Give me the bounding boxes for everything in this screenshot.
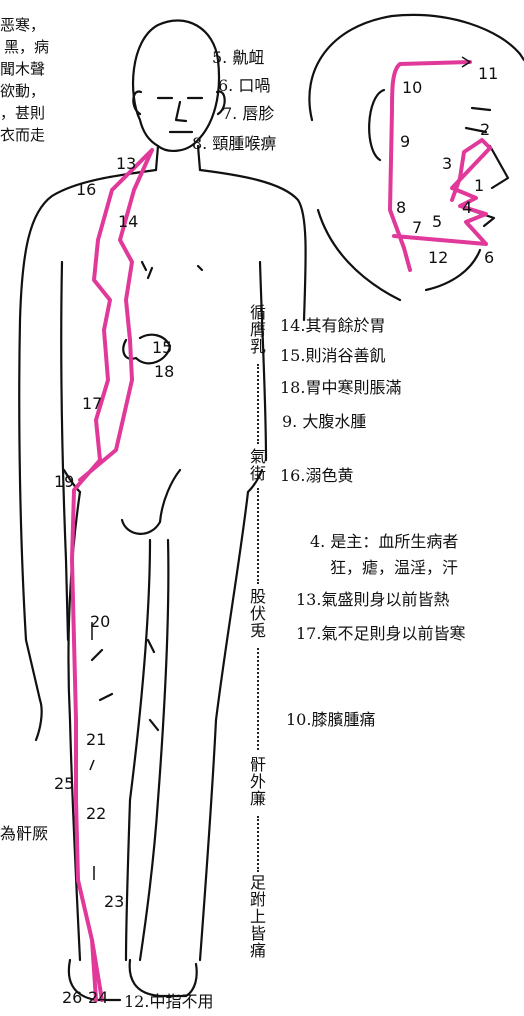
- body-num-25: 25: [54, 774, 75, 793]
- profile-num-8: 8: [396, 198, 407, 217]
- profile-meridian-path: [388, 60, 492, 272]
- label-16: 16.溺色黄: [280, 466, 354, 485]
- label-18: 18.胃中寒則脹滿: [280, 378, 402, 397]
- profile-chin: [424, 248, 482, 292]
- label-17: 17.氣不足則身以前皆寒: [296, 624, 466, 643]
- profile-num-6: 6: [484, 248, 495, 267]
- profile-num-3: 3: [442, 154, 453, 173]
- profile-num-7: 7: [412, 218, 423, 237]
- front-nose: [174, 100, 188, 123]
- label-13: 13.氣盛則身以前皆熱: [296, 590, 450, 609]
- label-14: 14.其有餘於胃: [280, 316, 386, 335]
- profile-num-5: 5: [432, 212, 443, 231]
- body-num-24: 24: [88, 988, 109, 1007]
- body-meridian-path: [70, 148, 154, 1002]
- body-num-23: 23: [104, 892, 125, 911]
- label-7: 7. 唇胗: [222, 104, 275, 123]
- right-leg-inner: [138, 538, 170, 962]
- profile-num-11: 11: [478, 64, 499, 83]
- body-num-20: 20: [90, 612, 111, 631]
- body-num-26: 26: [62, 988, 83, 1007]
- dotted-line-3: [257, 648, 259, 750]
- body-num-22: 22: [86, 804, 107, 823]
- right-arm-inner: [258, 260, 268, 462]
- profile-num-1: 1: [474, 176, 485, 195]
- body-num-19: 19: [54, 472, 75, 491]
- profile-head-outline: [308, 13, 524, 302]
- top-left-text-4: 欲動，: [0, 82, 46, 100]
- label-6: 6. 口喎: [218, 76, 271, 95]
- neck: [154, 144, 202, 172]
- label-9: 9. 大腹水腫: [282, 412, 367, 431]
- vertical-label-chest: 循膺乳: [247, 304, 266, 355]
- body-num-16: 16: [76, 180, 97, 199]
- top-left-text-6: 衣而走: [0, 126, 46, 144]
- body-num-15: 15: [152, 338, 173, 357]
- label-5: 5. 鼽衄: [212, 48, 265, 67]
- label-12-toe: 12.中指不用: [124, 992, 214, 1011]
- label-4-line2: 狂，瘧，温淫，汗: [330, 558, 459, 577]
- profile-num-9: 9: [400, 132, 411, 151]
- label-8: 8. 頸腫喉痹: [192, 134, 277, 153]
- vertical-label-shin: 骭外廉: [247, 756, 266, 807]
- dotted-line-1: [257, 364, 259, 444]
- right-shoulder-arm: [198, 168, 307, 322]
- vertical-label-qijie: 氣街: [247, 448, 266, 482]
- profile-num-10: 10: [402, 78, 423, 97]
- vertical-label-foot: 足跗上皆痛: [247, 874, 266, 959]
- label-shin-jue: 為骭厥: [0, 824, 49, 843]
- profile-num-4: 4: [462, 198, 473, 217]
- left-arm-inner: [60, 260, 70, 642]
- body-num-13: 13: [116, 154, 137, 173]
- waist: [62, 468, 264, 494]
- top-left-text-5: ，甚則: [0, 104, 46, 122]
- left-leg-inner: [124, 538, 152, 962]
- front-ear-right: [215, 90, 226, 116]
- dotted-line-4: [257, 816, 259, 872]
- body-num-18: 18: [154, 362, 175, 381]
- profile-num-12: 12: [428, 248, 449, 267]
- dotted-line-2: [257, 488, 259, 584]
- label-10: 10.膝臏腫痛: [286, 710, 376, 729]
- profile-eye: [464, 106, 492, 134]
- profile-ear: [368, 88, 386, 162]
- body-num-17: 17: [82, 394, 103, 413]
- label-15: 15.則消谷善飢: [280, 346, 386, 365]
- label-4-line1: 4. 是主：血所生病者: [310, 532, 459, 551]
- knee-marks: [90, 638, 160, 732]
- body-num-14: 14: [118, 212, 139, 231]
- front-ear-left: [132, 90, 143, 116]
- navel-area: [122, 333, 172, 365]
- body-num-21: 21: [86, 730, 107, 749]
- nipple-right: [196, 264, 204, 272]
- top-left-text-1: 恶寒，: [0, 16, 46, 34]
- profile-num-2: 2: [480, 120, 491, 139]
- vertical-label-thigh: 股伏兎: [247, 588, 266, 639]
- crotch: [120, 468, 182, 535]
- profile-nose: [488, 144, 510, 190]
- left-shoulder-arm: [18, 168, 158, 742]
- arrow-marks: [89, 56, 471, 880]
- right-leg: [198, 490, 250, 962]
- top-left-text-2: 黑，病: [4, 38, 50, 56]
- nipple-left: [140, 260, 154, 280]
- top-left-text-3: 聞木聲: [0, 60, 46, 78]
